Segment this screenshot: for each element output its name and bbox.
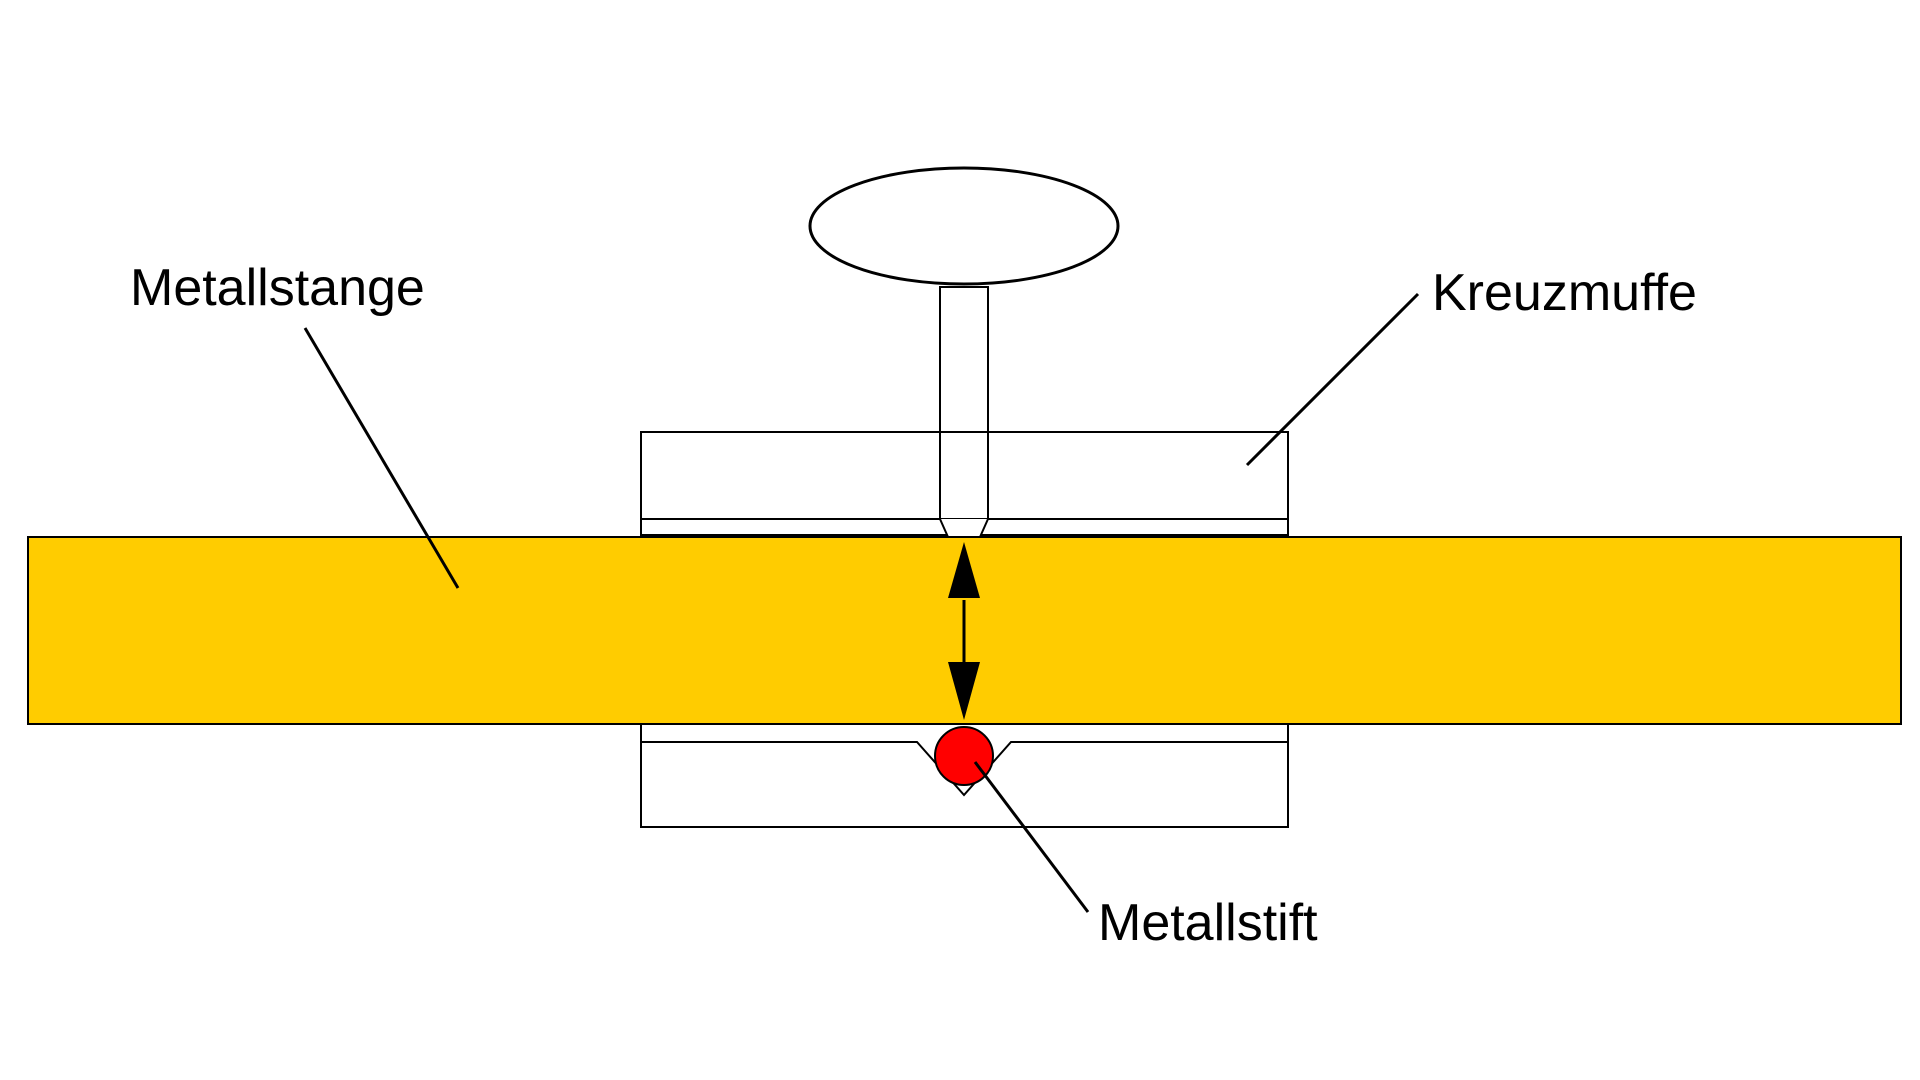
- label-clamp: Kreuzmuffe: [1432, 264, 1697, 322]
- label-metal-pin: Metallstift: [1098, 894, 1318, 952]
- pin-leader-line: [973, 761, 1090, 913]
- arrow-head-down: [948, 662, 980, 720]
- clamp-leader-line: [1245, 292, 1420, 467]
- label-metal-rod: Metallstange: [130, 259, 425, 317]
- arrow-head-up: [948, 542, 980, 598]
- metal-pin: [934, 726, 994, 786]
- screw-shaft-through-clamp: [939, 431, 989, 520]
- rod-leader-line: [303, 327, 460, 589]
- screw-knob: [808, 166, 1120, 286]
- screw-tip: [939, 518, 989, 538]
- clamp-v-groove: [641, 741, 1288, 797]
